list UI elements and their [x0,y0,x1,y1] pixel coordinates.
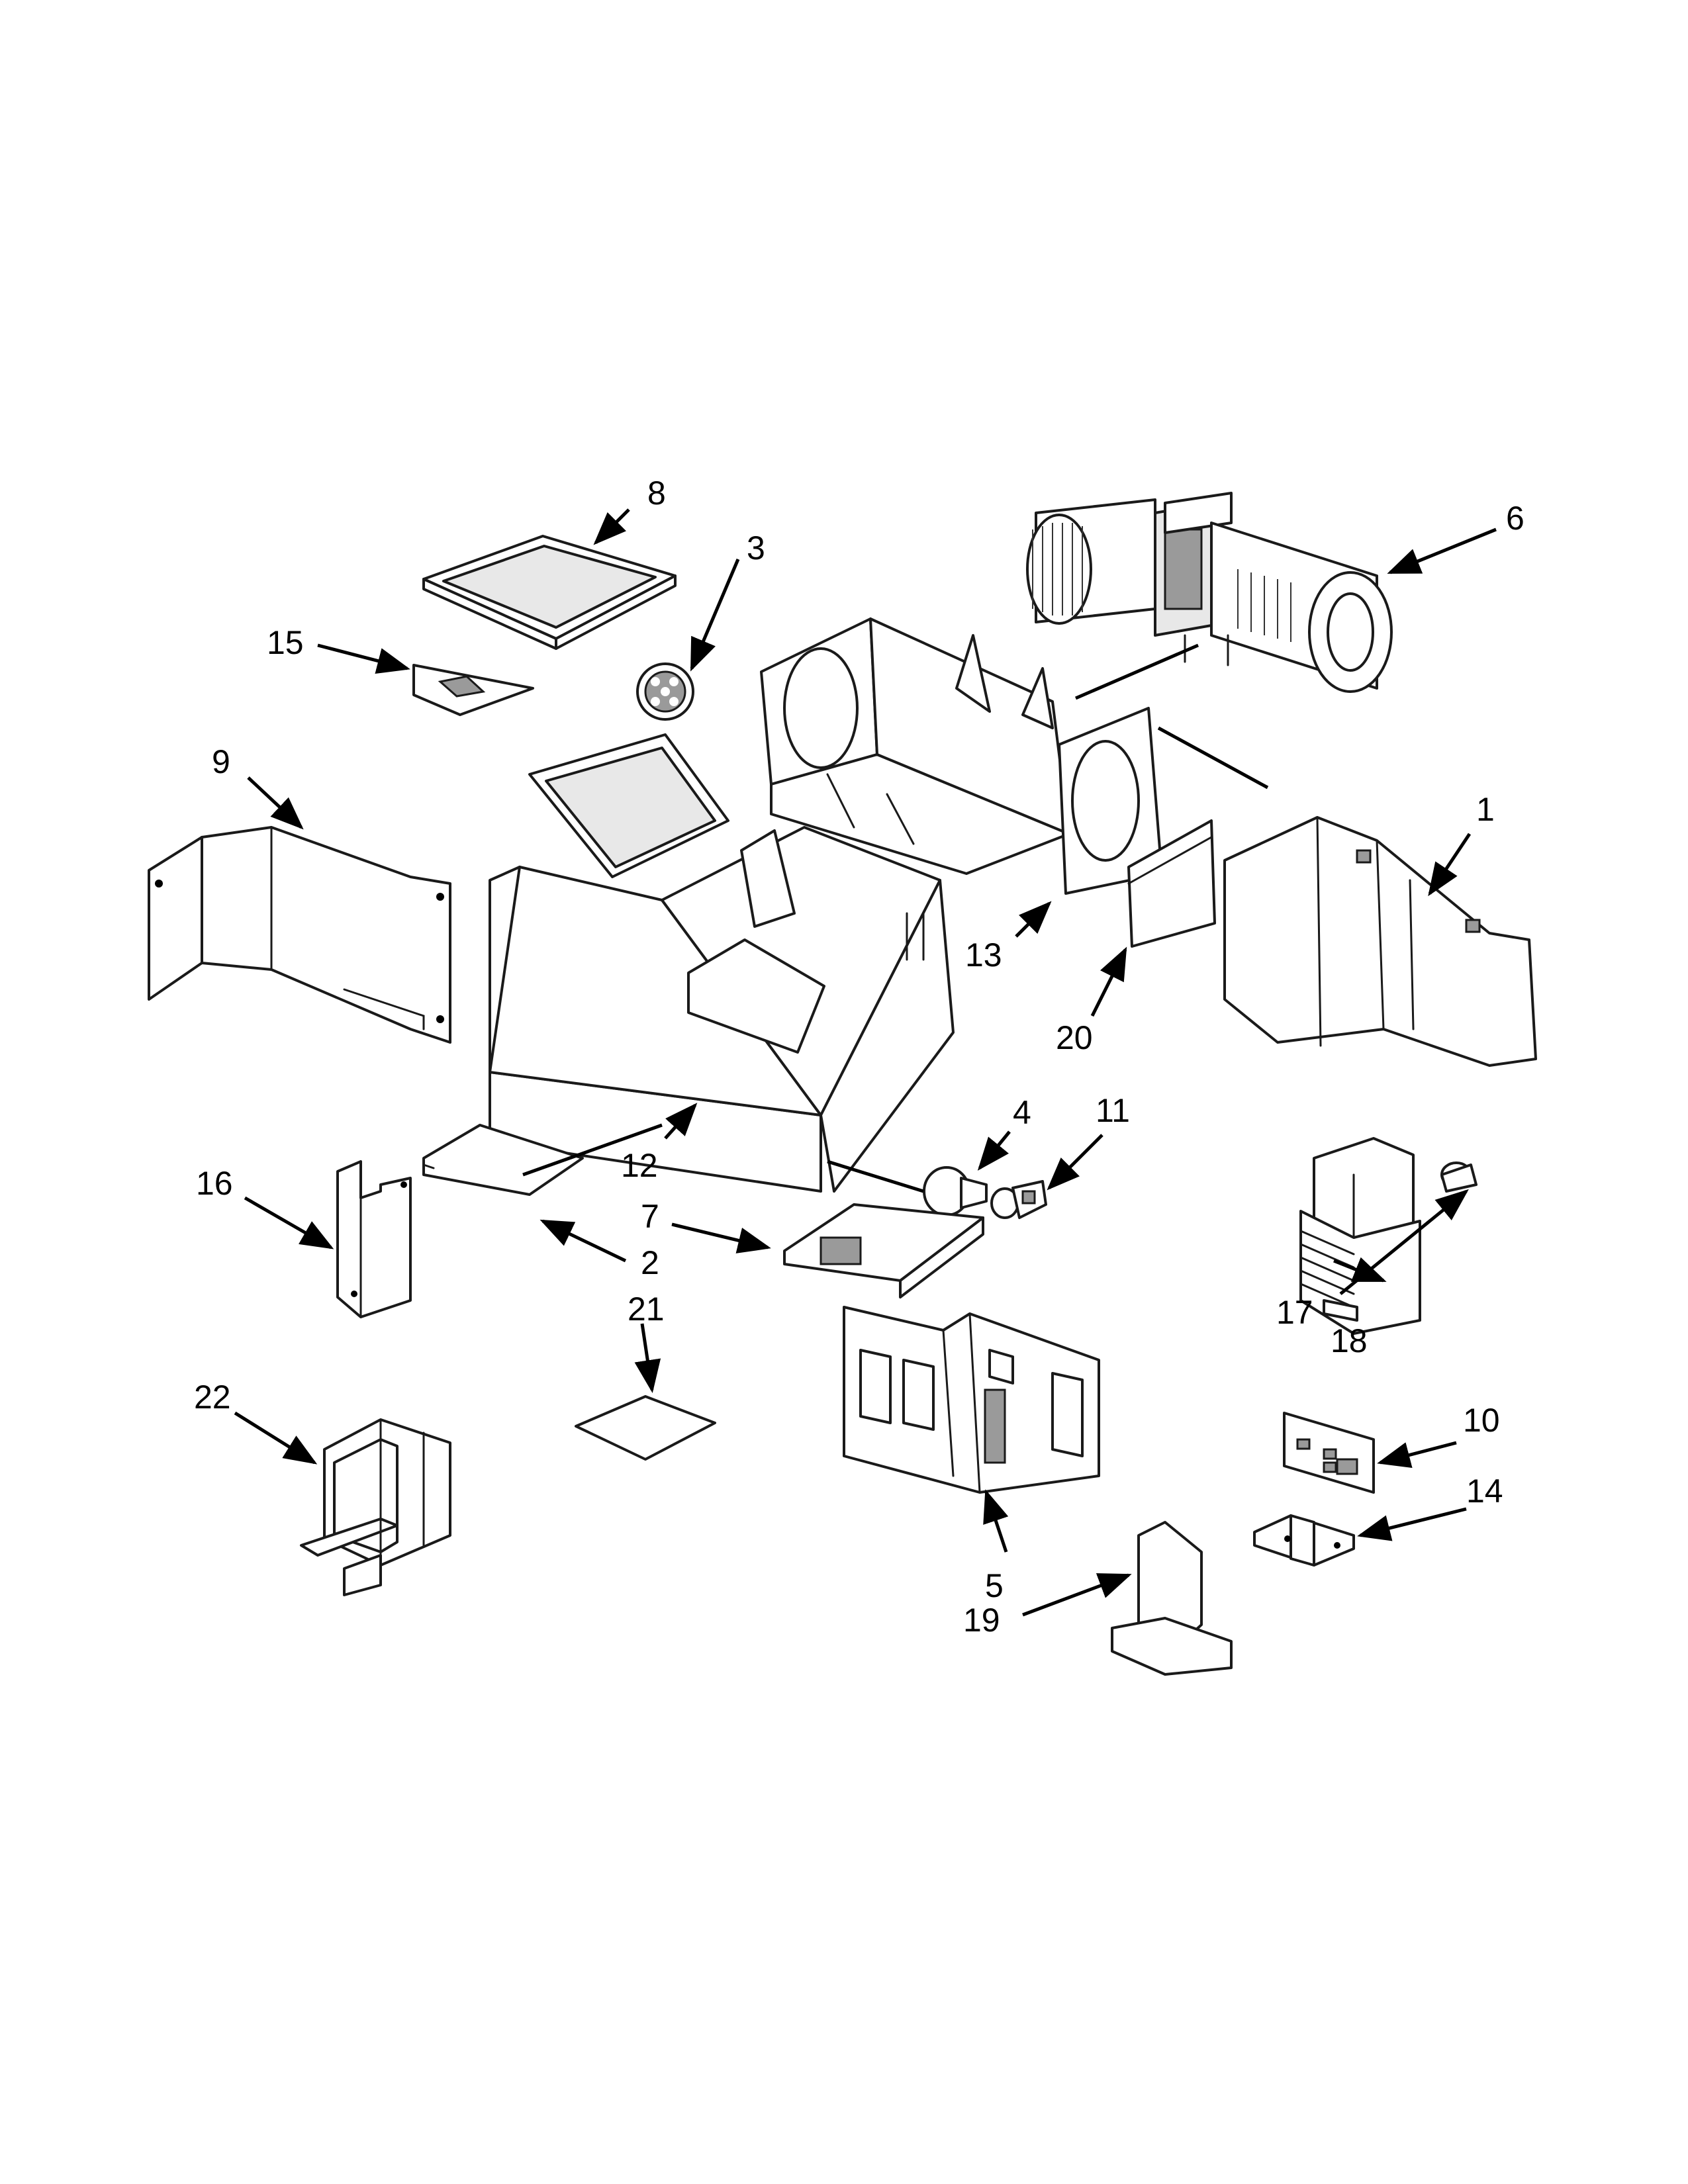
part-21-sheet [575,1395,716,1461]
callout-21: 21 [628,1291,665,1328]
part-18-thermostat [1440,1161,1477,1193]
callout-5: 5 [985,1567,1004,1604]
callout-8: 8 [647,475,666,512]
part-5-vent-tray [843,1306,1100,1494]
callout-1: 1 [1476,791,1495,828]
part-22-junction-box [300,1418,451,1596]
callout-3: 3 [747,529,765,567]
callout-20: 20 [1056,1019,1093,1056]
part-12-cavity-base [489,733,955,1193]
callout-14: 14 [1466,1473,1503,1510]
part-17-transformer [1299,1137,1421,1335]
leader-lines [234,508,1497,1617]
callout-labels: 8 3 6 15 9 1 13 20 4 11 12 16 7 2 21 17 … [194,475,1524,1639]
callout-11: 11 [1096,1092,1130,1129]
part-20-panel [1127,819,1216,948]
part-10-control-board [1283,1412,1375,1494]
part-3-motor [636,662,694,721]
part-19-duct-connector [1111,1521,1233,1676]
callout-9: 9 [212,743,230,780]
callout-4: 4 [1013,1094,1031,1131]
callout-17: 17 [1276,1294,1313,1331]
part-7-mount-plate [783,1203,984,1298]
callout-13: 13 [965,936,1002,974]
part-1-vent-housing [1223,816,1537,1067]
part-2-cover-plate [422,1124,584,1196]
part-13-duct-frame [760,617,1163,895]
callout-15: 15 [267,624,304,661]
callout-16: 16 [196,1165,233,1202]
part-16-bracket [336,1160,412,1318]
part-6-blower [1026,492,1393,693]
part-15-label [412,664,534,716]
callout-22: 22 [194,1379,231,1416]
part-11-lamp-socket [990,1180,1047,1219]
callout-2: 2 [641,1244,659,1281]
callout-6: 6 [1506,500,1524,537]
callout-7: 7 [641,1198,659,1235]
callout-18: 18 [1331,1322,1368,1359]
part-4-lamp [923,1166,988,1216]
part-8-filter [422,535,677,650]
callout-12: 12 [621,1147,658,1184]
callout-19: 19 [963,1602,1000,1639]
part-9-side-panel [148,826,451,1044]
callout-10: 10 [1463,1402,1500,1439]
part-14-mount-bracket [1253,1514,1355,1567]
